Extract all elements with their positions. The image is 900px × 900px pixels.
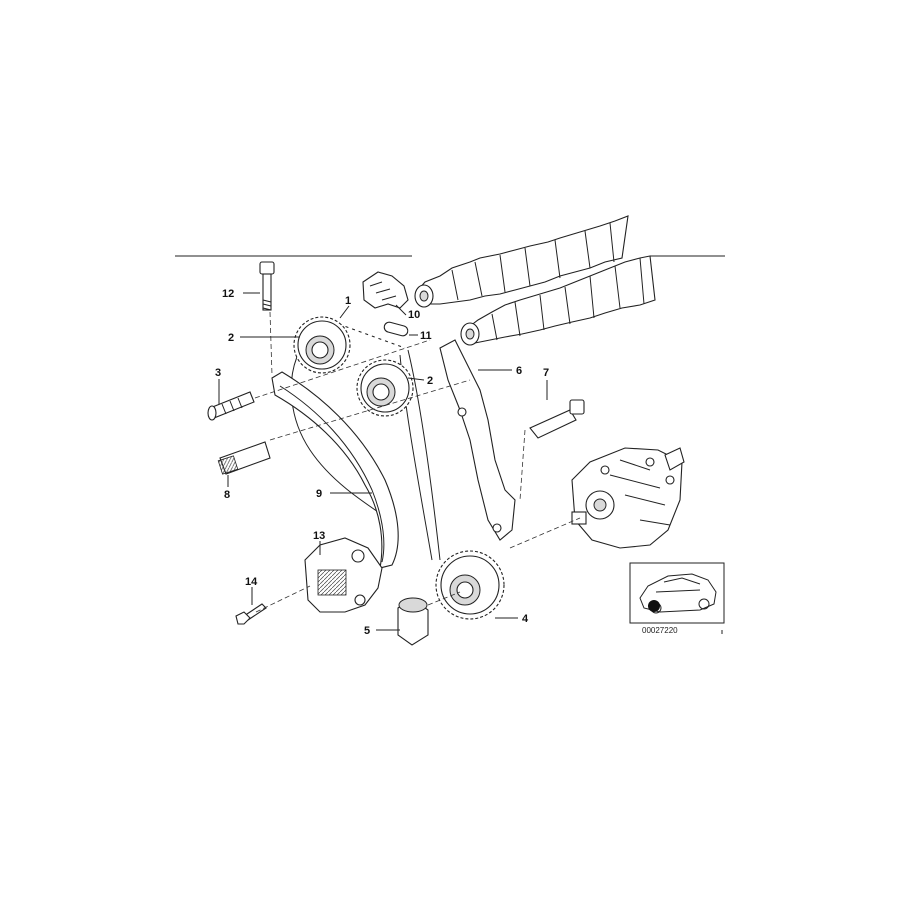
callout-13: 13 — [313, 530, 325, 542]
callout-3: 3 — [215, 367, 221, 379]
callout-1: 1 — [345, 295, 351, 307]
lower-camshaft — [460, 255, 656, 346]
callout-7: 7 — [543, 367, 549, 379]
vehicle-inset: 00027220 — [629, 562, 725, 635]
callout-4: 4 — [522, 613, 529, 625]
callout-8: 8 — [224, 489, 230, 501]
tensioner-housing — [304, 537, 383, 613]
clip — [383, 321, 409, 337]
callout-9: 9 — [316, 488, 322, 500]
high-pressure-pump — [571, 447, 685, 549]
callout-11: 11 — [420, 330, 432, 342]
callout-12: 12 — [222, 288, 234, 300]
upper-camshaft — [414, 215, 629, 308]
guide-rail — [439, 339, 516, 541]
sleeve — [397, 597, 429, 646]
callout-labels: 12 1 2 10 11 2 6 7 3 8 9 13 14 5 4 — [215, 288, 549, 637]
callout-10: 10 — [408, 309, 420, 321]
location-marker-icon — [648, 600, 660, 612]
assembly-lines — [254, 311, 581, 613]
callout-2-left: 2 — [228, 332, 234, 344]
crankshaft-sprocket — [435, 550, 505, 620]
callout-5: 5 — [364, 625, 370, 637]
car-silhouette-icon — [639, 573, 717, 614]
callout-14: 14 — [245, 576, 258, 588]
leader-lines — [218, 292, 548, 631]
bolt-14 — [235, 603, 267, 625]
camshaft-sprocket-left — [293, 316, 351, 374]
reference-number: 00027220 — [642, 626, 678, 635]
callout-6: 6 — [516, 365, 522, 377]
plug-8 — [217, 441, 271, 475]
callout-2-right: 2 — [427, 375, 433, 387]
chain-guide-block — [362, 271, 409, 309]
stud-7 — [529, 399, 585, 439]
tensioner-rail — [271, 371, 399, 569]
camshaft-sprocket-right — [356, 359, 414, 417]
bolt-12 — [259, 261, 275, 311]
pin-3 — [207, 391, 255, 421]
